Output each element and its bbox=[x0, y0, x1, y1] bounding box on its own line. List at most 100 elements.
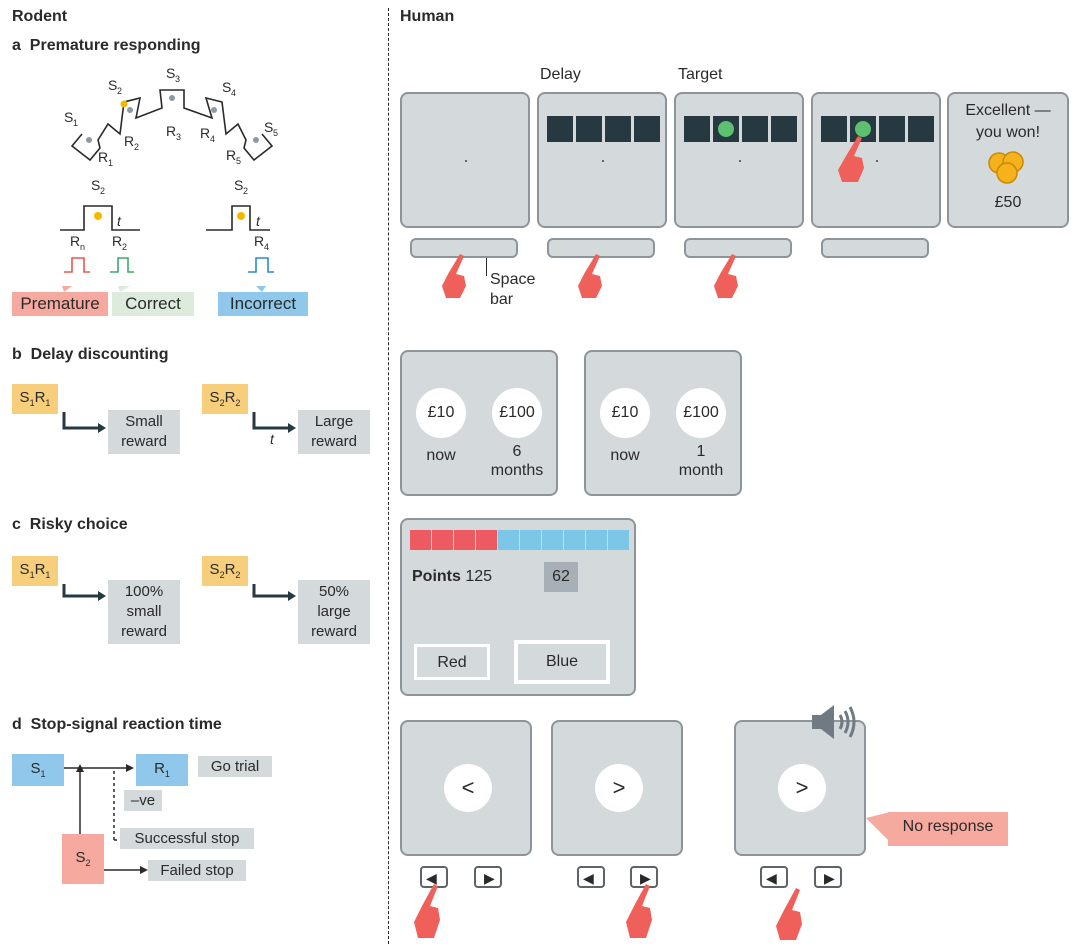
svg-text:S: S bbox=[264, 119, 273, 135]
small-reward-label: Small reward bbox=[108, 410, 180, 454]
large-reward-circle[interactable]: £100 bbox=[492, 388, 542, 438]
section-letter: c bbox=[12, 516, 21, 533]
svg-text:4: 4 bbox=[210, 134, 215, 144]
left-key[interactable]: ◀ bbox=[577, 866, 605, 888]
line: 1 bbox=[696, 443, 706, 460]
column-divider bbox=[388, 8, 389, 944]
hand-icon bbox=[838, 136, 864, 182]
arrow-right-icon: ▶ bbox=[484, 870, 495, 886]
red-button[interactable]: Red bbox=[414, 644, 490, 680]
line: reward bbox=[311, 433, 357, 450]
correct-label: Correct bbox=[112, 292, 194, 316]
right-key[interactable]: ▶ bbox=[814, 866, 842, 888]
section-b-title: b Delay discounting bbox=[12, 346, 168, 364]
space-bar[interactable] bbox=[410, 238, 518, 258]
s2-box: S2 bbox=[62, 834, 104, 884]
speaker-icon bbox=[812, 705, 856, 739]
svg-text:R: R bbox=[226, 147, 236, 163]
line: 100% bbox=[124, 583, 164, 600]
won-message: Excellent — you won! bbox=[949, 100, 1067, 144]
screen-fixation bbox=[400, 92, 530, 228]
svg-text:4: 4 bbox=[231, 88, 236, 98]
target-light bbox=[855, 121, 871, 137]
right-key[interactable]: ▶ bbox=[474, 866, 502, 888]
stop-screen-left: < bbox=[400, 720, 532, 856]
svg-text:R: R bbox=[254, 233, 264, 249]
line: reward bbox=[311, 623, 357, 640]
blue-box bbox=[564, 530, 585, 550]
large-reward-label: Large reward bbox=[298, 410, 370, 454]
right-arrow-stimulus: > bbox=[595, 764, 643, 812]
target-row bbox=[821, 116, 934, 144]
fixation-dot bbox=[602, 160, 604, 162]
line: reward bbox=[121, 433, 167, 450]
svg-text:2: 2 bbox=[122, 242, 127, 252]
space-bar[interactable] bbox=[684, 238, 792, 258]
choice-screen-1-month: £10 £100 now 1 month bbox=[584, 350, 742, 496]
choice-screen-6-months: £10 £100 now 6 months bbox=[400, 350, 558, 496]
blue-box bbox=[520, 530, 541, 550]
svg-text:R: R bbox=[124, 133, 134, 149]
no-response-label: No response bbox=[888, 812, 1008, 846]
svg-text:R: R bbox=[200, 125, 210, 141]
svg-text:1: 1 bbox=[108, 158, 113, 168]
svg-text:R: R bbox=[70, 233, 80, 249]
hole bbox=[908, 116, 934, 142]
s2r2-box: S2R2 bbox=[202, 384, 248, 414]
risky-choice-screen: Points 125 62 Red Blue bbox=[400, 518, 636, 696]
left-arrow-stimulus: < bbox=[444, 764, 492, 812]
line: Small bbox=[125, 413, 163, 430]
hole bbox=[742, 116, 768, 142]
target-row bbox=[547, 116, 660, 144]
small-reward-circle[interactable]: £10 bbox=[600, 388, 650, 438]
arrow-left-icon: ◀ bbox=[426, 870, 437, 886]
points-value: 125 bbox=[465, 568, 493, 585]
line: reward bbox=[121, 623, 167, 640]
small-reward-circle[interactable]: £10 bbox=[416, 388, 466, 438]
section-letter: b bbox=[12, 346, 22, 363]
right-key[interactable]: ▶ bbox=[630, 866, 658, 888]
hole bbox=[713, 116, 739, 142]
section-a-title: a Premature responding bbox=[12, 37, 201, 55]
screen-reward: Excellent — you won! £50 bbox=[947, 92, 1069, 228]
svg-text:2: 2 bbox=[117, 86, 122, 96]
svg-text:3: 3 bbox=[175, 74, 180, 84]
section-letter: d bbox=[12, 716, 22, 733]
hole bbox=[605, 116, 631, 142]
space-bar[interactable] bbox=[821, 238, 929, 258]
space-bar[interactable] bbox=[547, 238, 655, 258]
line: Large bbox=[314, 413, 354, 430]
fixation-dot bbox=[876, 160, 878, 162]
section-title-text: Delay discounting bbox=[30, 346, 169, 363]
blue-box bbox=[498, 530, 519, 550]
fixation-dot bbox=[739, 160, 741, 162]
line: large bbox=[317, 603, 351, 620]
blue-box bbox=[542, 530, 563, 550]
large-reward-circle[interactable]: £100 bbox=[676, 388, 726, 438]
certain-reward-label: 100% small reward bbox=[108, 580, 180, 644]
hand-icon bbox=[578, 254, 602, 298]
hand-icon bbox=[626, 884, 652, 938]
won-amount: £50 bbox=[994, 194, 1022, 211]
r1-box: R1 bbox=[136, 754, 188, 786]
blue-button[interactable]: Blue bbox=[514, 640, 610, 684]
arrow-right-icon: ▶ bbox=[640, 870, 651, 886]
blue-box bbox=[608, 530, 629, 550]
svg-text:R: R bbox=[112, 233, 122, 249]
rodent-title: Rodent bbox=[12, 8, 68, 25]
left-key[interactable]: ◀ bbox=[760, 866, 788, 888]
hand-icon bbox=[414, 884, 440, 938]
svg-text:S: S bbox=[108, 77, 117, 93]
line: Excellent — bbox=[965, 102, 1051, 119]
screen-target bbox=[674, 92, 804, 228]
premature-label: Premature bbox=[12, 292, 108, 316]
svg-text:2: 2 bbox=[134, 142, 139, 152]
svg-text:S: S bbox=[91, 177, 100, 193]
no-response-pointer bbox=[866, 812, 890, 842]
hand-icon bbox=[776, 888, 802, 940]
svg-text:n: n bbox=[80, 242, 85, 252]
svg-text:R: R bbox=[98, 149, 108, 165]
failed-stop-label: Failed stop bbox=[148, 860, 246, 881]
incorrect-label: Incorrect bbox=[218, 292, 308, 316]
svg-text:5: 5 bbox=[236, 156, 241, 166]
